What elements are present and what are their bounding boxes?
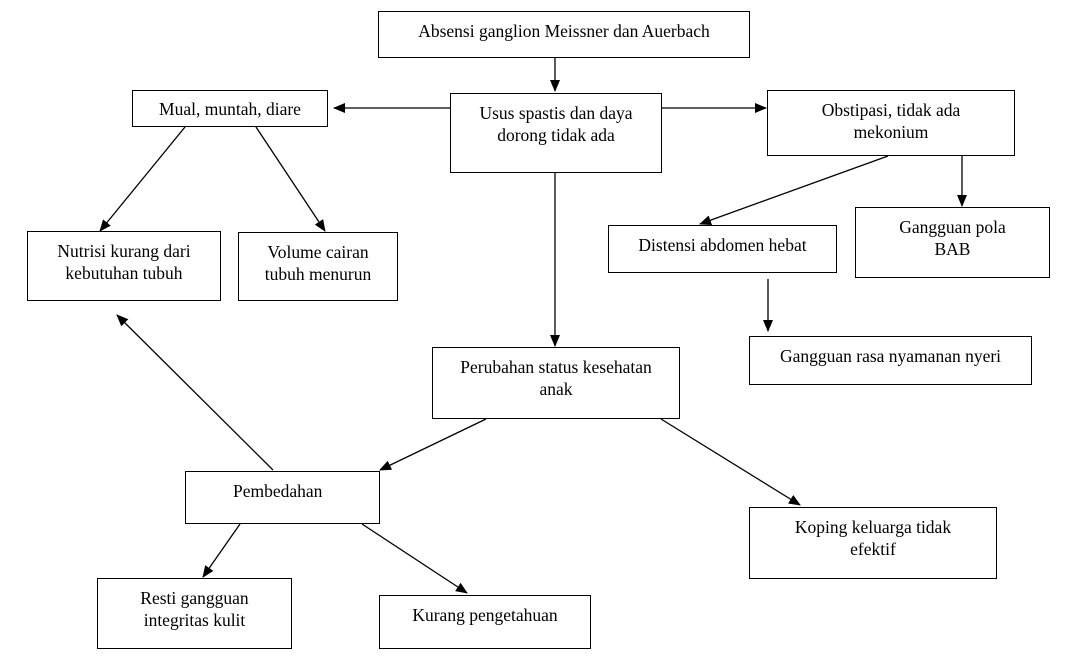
node-pembedahan: Pembedahan [185, 471, 380, 524]
node-kurang: Kurang pengetahuan [379, 595, 591, 649]
node-mual: Mual, muntah, diare [132, 90, 328, 127]
node-koping: Koping keluarga tidak efektif [749, 507, 997, 579]
node-perubahan: Perubahan status kesehatan anak [432, 347, 680, 419]
edge-obstipasi-to-distensi [699, 155, 889, 225]
node-nutrisi: Nutrisi kurang dari kebutuhan tubuh [27, 231, 221, 301]
edge-pembedahan-to-resti [202, 523, 241, 578]
node-volume: Volume cairan tubuh menurun [238, 232, 398, 301]
node-usus: Usus spastis dan daya dorong tidak ada [450, 93, 662, 173]
node-resti: Resti gangguan integritas kulit [97, 578, 292, 649]
edge-pembedahan-to-nutrisi [116, 314, 274, 471]
edge-perubahan-to-koping [660, 418, 801, 506]
node-distensi: Distensi abdomen hebat [608, 225, 837, 273]
edge-pembedahan-to-kurang [361, 523, 468, 594]
node-absensi: Absensi ganglion Meissner dan Auerbach [378, 11, 750, 58]
edge-perubahan-to-pembedahan [379, 418, 487, 471]
node-obstipasi: Obstipasi, tidak ada mekonium [767, 90, 1015, 156]
edge-mual-to-nutrisi [99, 126, 186, 232]
node-gangguan-bab: Gangguan pola BAB [855, 207, 1050, 278]
node-nyeri: Gangguan rasa nyamanan nyeri [749, 336, 1032, 385]
edge-mual-to-volume [255, 126, 326, 232]
